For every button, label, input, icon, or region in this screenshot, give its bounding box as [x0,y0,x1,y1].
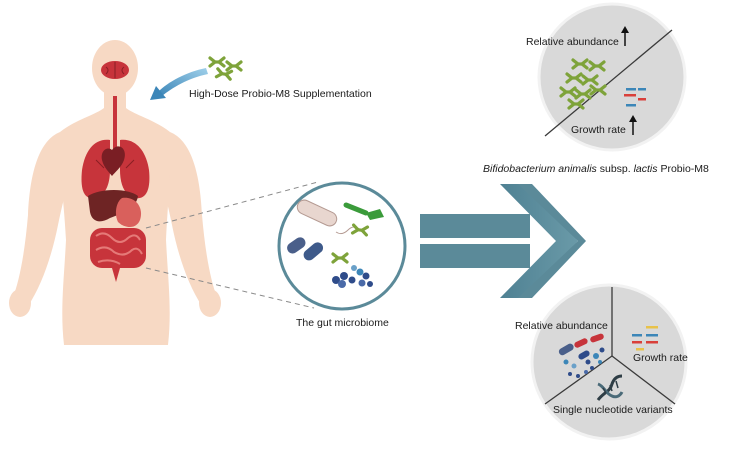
species-label: Bifidobacterium animalis subsp. lactis P… [483,163,709,175]
zoom-line-bottom [145,267,315,309]
mixed-bacteria-icon [558,333,605,378]
bottom-relative-abundance-label: Relative abundance [515,320,608,332]
snv-label: Single nucleotide variants [553,404,673,416]
brain-icon [101,61,129,79]
probiotic-supplement-icon [208,56,243,81]
bottom-growth-rate-label: Growth rate [633,352,688,364]
increase-arrow-icon [629,115,637,135]
top-relative-abundance-label: Relative abundance [526,36,619,48]
dna-icon [596,374,624,401]
result-arrow [420,184,586,298]
gut-microbiome-circle [277,181,407,311]
species-genus-text: Bifidobacterium animalis [483,163,597,175]
intestines-icon [90,228,146,282]
increase-arrow-icon [621,26,629,46]
gut-microbiome-label: The gut microbiome [296,317,389,329]
supplementation-label: High-Dose Probio-M8 Supplementation [189,88,372,100]
probio-m8-circle [537,2,687,152]
species-strain-text: Probio-M8 [657,163,709,175]
supplement-arrowhead [150,86,166,100]
top-growth-rate-label: Growth rate [571,124,626,136]
growth-bars-icon [632,326,658,351]
zoom-line-top [145,181,319,229]
stomach-icon [115,197,142,227]
heart-icon [101,146,125,176]
species-mid-text: subsp. [596,163,634,175]
species-subspecies-text: lactis [633,163,658,175]
growth-bars-icon [624,88,646,107]
supplement-arrow [158,68,208,96]
gut-microbiome-result-circle [530,283,688,441]
